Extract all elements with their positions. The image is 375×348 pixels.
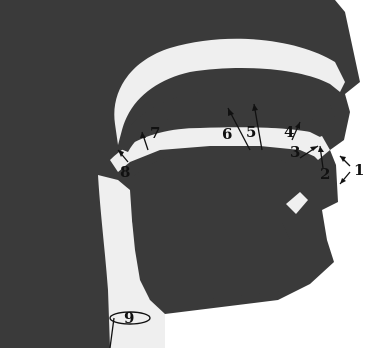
label-4: 4 — [284, 123, 294, 141]
tongue — [132, 150, 300, 300]
label-2: 2 — [320, 165, 330, 183]
label-8: 8 — [120, 163, 130, 181]
label-9: 9 — [124, 309, 134, 327]
label-5: 5 — [246, 123, 256, 141]
label-3: 3 — [290, 143, 300, 161]
label-6: 6 — [222, 125, 232, 143]
label-1: 1 — [354, 161, 364, 179]
label-7: 7 — [150, 124, 160, 142]
